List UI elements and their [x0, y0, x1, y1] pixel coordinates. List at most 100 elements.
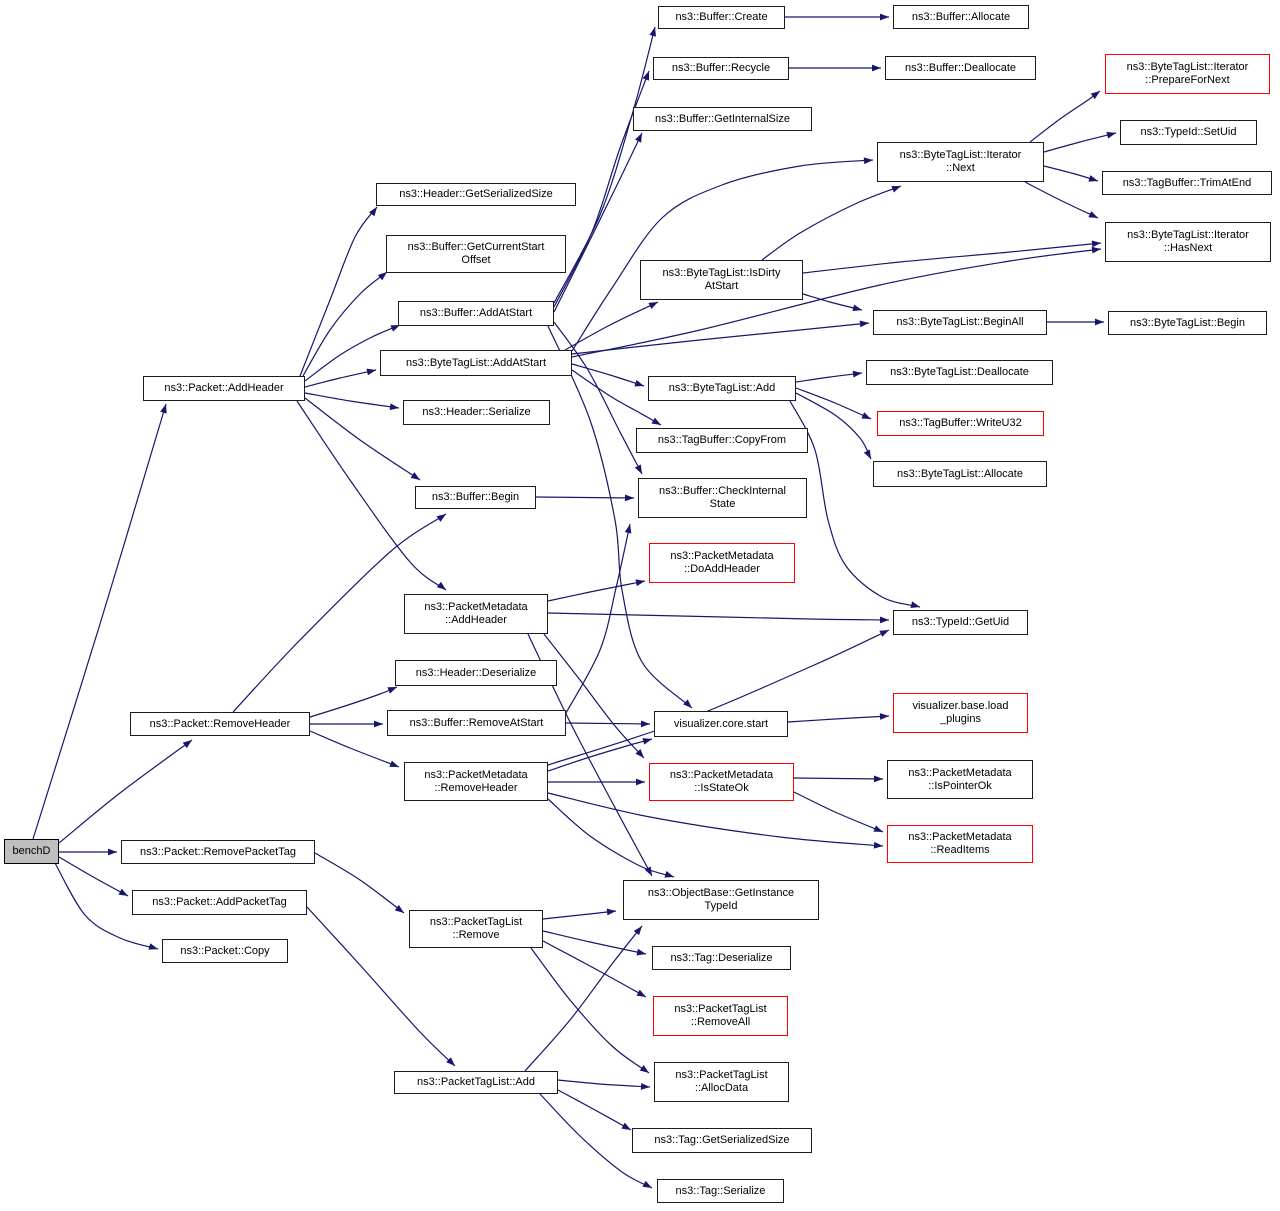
- edge-btl-it-next-typeid-setuid: [1043, 132, 1117, 153]
- node-ptl-remove[interactable]: ns3::PacketTagList ::Remove: [409, 910, 543, 948]
- arrowhead-pm-addheader-typeid-getuid: [879, 616, 889, 624]
- arrowhead-buf-recycle-buf-deallocate: [872, 64, 881, 72]
- arrowhead-benchd-pkt-addheader: [160, 404, 167, 414]
- arrowhead-ptl-add-tag-getserializedsize: [621, 1122, 631, 1130]
- edge-buf-begin-buf-checkinternalstate: [535, 496, 635, 499]
- edge-btl-addatstart-btl-beginall: [571, 322, 870, 355]
- node-btl-allocate[interactable]: ns3::ByteTagList::Allocate: [873, 461, 1047, 487]
- arrowhead-btl-it-next-typeid-setuid: [1106, 131, 1116, 139]
- edge-vis-start-vis-loadplugins: [787, 715, 890, 723]
- node-buf-create[interactable]: ns3::Buffer::Create: [658, 6, 785, 29]
- node-tag-serialize[interactable]: ns3::Tag::Serialize: [657, 1179, 784, 1203]
- node-btl-it-prepare[interactable]: ns3::ByteTagList::Iterator ::PrepareForN…: [1105, 54, 1270, 94]
- node-typeid-getuid[interactable]: ns3::TypeId::GetUid: [893, 610, 1028, 635]
- node-hdr-getserializedsize[interactable]: ns3::Header::GetSerializedSize: [376, 183, 576, 206]
- arrowhead-buf-create-buf-allocate: [880, 13, 889, 21]
- arrowhead-pm-addheader-pm-isstateok: [635, 749, 644, 758]
- edge-ptl-remove-tag-deserialize: [542, 930, 647, 955]
- node-buf-begin[interactable]: ns3::Buffer::Begin: [415, 486, 536, 509]
- arrowhead-btl-add-typeid-getuid: [910, 601, 920, 608]
- arrowhead-ptl-add-tag-serialize: [642, 1180, 652, 1188]
- arrowhead-ptl-remove-ob-getinstancetypeid: [606, 908, 616, 916]
- arrowhead-buf-addatstart-buf-checkinternalstate: [634, 464, 642, 474]
- edge-pkt-removeheader-buf-begin: [232, 513, 447, 713]
- node-buf-getcurrentstartoffset[interactable]: ns3::Buffer::GetCurrentStart Offset: [386, 235, 566, 273]
- arrowhead-btl-addatstart-btl-it-next: [863, 157, 873, 165]
- node-pm-doaddheader[interactable]: ns3::PacketMetadata ::DoAddHeader: [649, 543, 795, 583]
- edge-pkt-removeheader-hdr-deserialize: [309, 686, 398, 718]
- node-btl-add[interactable]: ns3::ByteTagList::Add: [648, 376, 796, 401]
- node-buf-allocate[interactable]: ns3::Buffer::Allocate: [893, 5, 1029, 29]
- arrowhead-pkt-addheader-hdr-getserializedsize: [368, 207, 377, 217]
- node-tag-getserializedsize[interactable]: ns3::Tag::GetSerializedSize: [632, 1128, 812, 1153]
- node-tagbuf-writeu32[interactable]: ns3::TagBuffer::WriteU32: [877, 411, 1044, 436]
- node-btl-it-hasnext[interactable]: ns3::ByteTagList::Iterator ::HasNext: [1105, 222, 1271, 262]
- node-tagbuf-trimatend[interactable]: ns3::TagBuffer::TrimAtEnd: [1102, 171, 1272, 195]
- node-pm-isstateok[interactable]: ns3::PacketMetadata ::IsStateOk: [649, 763, 794, 801]
- arrowhead-benchd-pkt-removeheader: [182, 740, 192, 749]
- arrowhead-pm-addheader-ob-getinstancetypeid: [644, 866, 652, 876]
- arrowhead-pm-removeheader-pm-readitems: [873, 841, 883, 849]
- node-btl-beginall[interactable]: ns3::ByteTagList::BeginAll: [873, 310, 1047, 335]
- arrowhead-ptl-add-ob-getinstancetypeid: [633, 926, 642, 936]
- node-btl-isdirtyatstart[interactable]: ns3::ByteTagList::IsDirty AtStart: [640, 260, 803, 300]
- node-buf-recycle[interactable]: ns3::Buffer::Recycle: [653, 57, 789, 80]
- node-hdr-serialize[interactable]: ns3::Header::Serialize: [403, 400, 550, 425]
- edge-ptl-add-ptl-allocdata: [557, 1079, 651, 1088]
- arrowhead-pm-addheader-pm-doaddheader: [635, 579, 645, 587]
- arrowhead-pkt-removeheader-buf-begin: [436, 514, 446, 522]
- node-buf-addatstart[interactable]: ns3::Buffer::AddAtStart: [398, 301, 554, 326]
- arrowhead-ptl-remove-ptl-removeall: [636, 989, 646, 997]
- node-ob-getinstancetypeid[interactable]: ns3::ObjectBase::GetInstance TypeId: [623, 880, 819, 920]
- edge-pkt-addheader-buf-begin: [304, 397, 421, 481]
- edge-pm-addheader-pm-doaddheader: [547, 580, 646, 602]
- node-benchd[interactable]: benchD: [4, 839, 59, 864]
- edge-btl-isdirtyatstart-btl-it-next: [761, 185, 902, 261]
- node-pkt-removeheader[interactable]: ns3::Packet::RemoveHeader: [130, 712, 310, 736]
- node-typeid-setuid[interactable]: ns3::TypeId::SetUid: [1120, 120, 1257, 145]
- node-btl-addatstart[interactable]: ns3::ByteTagList::AddAtStart: [380, 350, 572, 376]
- edge-pm-removeheader-pm-readitems: [547, 792, 884, 847]
- node-buf-removeatstart[interactable]: ns3::Buffer::RemoveAtStart: [387, 710, 566, 736]
- node-btl-deallocate[interactable]: ns3::ByteTagList::Deallocate: [866, 360, 1053, 385]
- arrowhead-buf-addatstart-vis-start: [683, 699, 692, 708]
- node-btl-begin[interactable]: ns3::ByteTagList::Begin: [1108, 311, 1267, 335]
- arrowhead-btl-addatstart-btl-beginall: [859, 320, 869, 328]
- arrowhead-btl-add-tagbuf-writeu32: [861, 412, 871, 419]
- node-pm-addheader[interactable]: ns3::PacketMetadata ::AddHeader: [404, 594, 548, 634]
- arrowhead-btl-it-next-btl-it-hasnext: [1088, 211, 1098, 218]
- node-tagbuf-copyfrom[interactable]: ns3::TagBuffer::CopyFrom: [636, 428, 808, 453]
- node-pm-ispointerok[interactable]: ns3::PacketMetadata ::IsPointerOk: [887, 760, 1033, 799]
- arrowhead-pm-removeheader-vis-start: [642, 738, 652, 745]
- arrowhead-pkt-removeheader-hdr-deserialize: [387, 687, 397, 694]
- node-pm-readitems[interactable]: ns3::PacketMetadata ::ReadItems: [887, 825, 1033, 863]
- node-hdr-deserialize[interactable]: ns3::Header::Deserialize: [395, 660, 557, 686]
- edge-ptl-add-ob-getinstancetypeid: [524, 925, 643, 1072]
- arrowhead-btl-addatstart-tagbuf-copyfrom: [651, 417, 661, 425]
- arrowhead-pkt-addheader-buf-begin: [410, 472, 420, 480]
- arrowhead-ptl-remove-tag-deserialize: [636, 948, 646, 956]
- node-pkt-addpackettag[interactable]: ns3::Packet::AddPacketTag: [132, 890, 307, 915]
- node-pkt-copy[interactable]: ns3::Packet::Copy: [162, 939, 288, 963]
- node-ptl-add[interactable]: ns3::PacketTagList::Add: [394, 1071, 558, 1094]
- arrowhead-btl-add-btl-allocate: [863, 449, 871, 459]
- edge-pm-removeheader-ob-getinstancetypeid: [547, 798, 675, 878]
- node-ptl-removeall[interactable]: ns3::PacketTagList ::RemoveAll: [653, 996, 788, 1036]
- edge-buf-addatstart-buf-getinternalsize: [553, 132, 643, 313]
- node-btl-it-next[interactable]: ns3::ByteTagList::Iterator ::Next: [877, 142, 1044, 182]
- node-pkt-addheader[interactable]: ns3::Packet::AddHeader: [143, 376, 305, 401]
- edge-benchd-pkt-addheader: [32, 403, 167, 840]
- node-buf-checkinternalstate[interactable]: ns3::Buffer::CheckInternal State: [638, 478, 807, 518]
- node-buf-getinternalsize[interactable]: ns3::Buffer::GetInternalSize: [633, 107, 812, 131]
- arrowhead-vis-start-vis-loadplugins: [879, 713, 889, 720]
- node-ptl-allocdata[interactable]: ns3::PacketTagList ::AllocData: [654, 1062, 789, 1102]
- node-vis-start[interactable]: visualizer.core.start: [654, 711, 788, 737]
- arrowhead-pkt-removepackettag-ptl-remove: [394, 904, 404, 913]
- edge-btl-addatstart-btl-it-next: [571, 159, 874, 352]
- node-buf-deallocate[interactable]: ns3::Buffer::Deallocate: [885, 56, 1036, 80]
- node-tag-deserialize[interactable]: ns3::Tag::Deserialize: [652, 946, 791, 970]
- node-vis-loadplugins[interactable]: visualizer.base.load _plugins: [893, 693, 1028, 733]
- node-pkt-removepackettag[interactable]: ns3::Packet::RemovePacketTag: [121, 840, 315, 864]
- node-pm-removeheader[interactable]: ns3::PacketMetadata ::RemoveHeader: [404, 762, 548, 801]
